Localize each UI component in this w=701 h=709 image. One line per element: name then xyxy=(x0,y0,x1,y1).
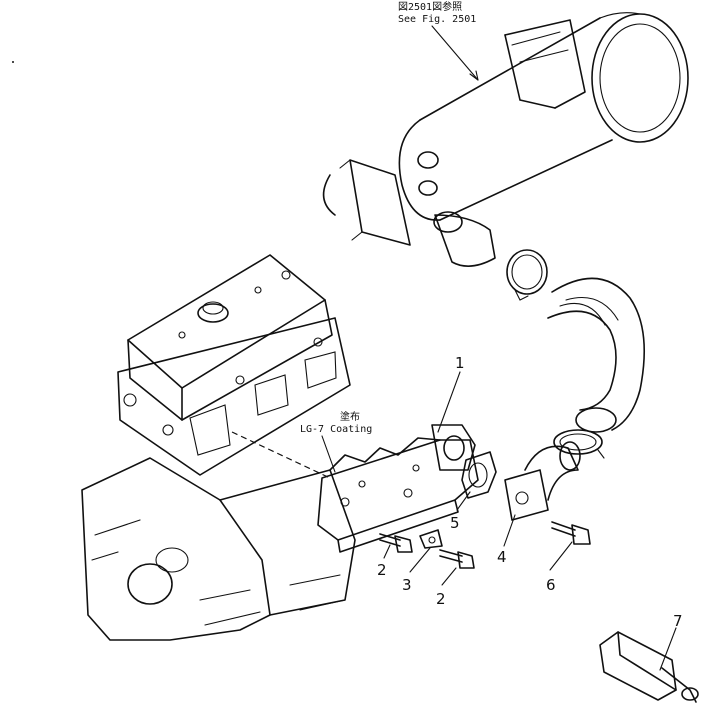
callout-5: 5 xyxy=(450,514,460,532)
exhaust-manifold xyxy=(317,424,479,553)
callout-6: 6 xyxy=(546,576,556,594)
coating-note: 塗布 LG-7 Coating xyxy=(300,410,372,473)
bolt-middle xyxy=(439,549,475,569)
callout-3: 3 xyxy=(402,576,412,594)
callout-1: 1 xyxy=(455,354,465,372)
callout-7: 7 xyxy=(673,612,683,630)
callout-leaders xyxy=(383,371,677,671)
part-7-component xyxy=(599,631,699,703)
air-cleaner-assembly xyxy=(322,12,689,267)
upper-hose-clamp xyxy=(506,249,548,301)
coating-note-jp: 塗布 xyxy=(340,410,360,423)
stray-mark xyxy=(12,61,14,63)
callout-2-left: 2 xyxy=(377,561,387,579)
elbow-connector xyxy=(504,441,581,521)
callout-numbers: 1 2 3 2 5 4 6 7 xyxy=(377,354,683,630)
callout-2-right: 2 xyxy=(436,590,446,608)
lower-hose-clamp xyxy=(553,429,605,459)
figure-reference: 図2501図参照 See Fig. 2501 xyxy=(398,0,479,81)
intake-hose xyxy=(547,277,645,433)
figure-ref-jp: 図2501図参照 xyxy=(398,0,462,13)
figure-ref-en: See Fig. 2501 xyxy=(398,14,476,25)
bolt-left xyxy=(379,533,413,553)
coating-note-en: LG-7 Coating xyxy=(300,424,372,435)
bolt-right xyxy=(551,521,591,545)
engine-block xyxy=(81,254,356,641)
callout-4: 4 xyxy=(497,548,507,566)
alignment-line xyxy=(231,431,331,479)
gasket xyxy=(461,451,497,499)
bracket-part-3 xyxy=(419,529,443,549)
